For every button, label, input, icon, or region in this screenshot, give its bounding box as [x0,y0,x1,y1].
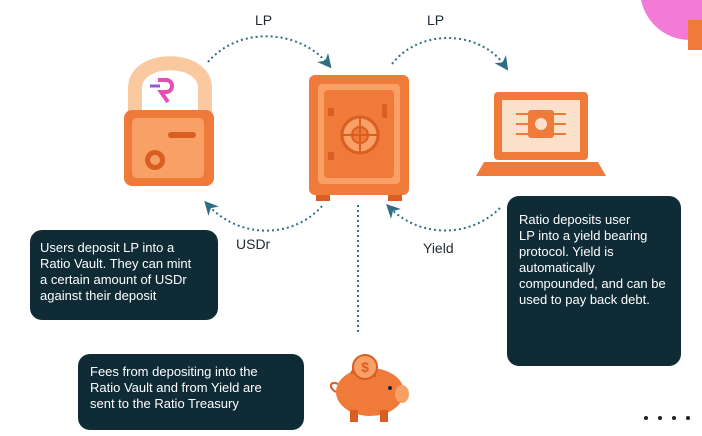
arrow-vault-to-lock [204,200,323,232]
callout-user-deposit: Users deposit LP into a Ratio Vault. The… [30,230,218,320]
label-lp-protocol: LP [427,12,445,28]
label-usdr: USDr [236,236,271,252]
laptop-with-chip-icon [476,92,606,176]
arrow-laptop-to-vault [386,204,501,232]
more-dots-icon[interactable] [640,410,696,430]
arrow-vault-to-laptop [391,37,509,71]
corner-decoration [641,0,702,50]
padlock-icon [124,56,214,186]
label-lp-deposit: LP [255,12,273,28]
piggy-bank-with-coin-icon: $ [330,354,409,422]
callout-yield-protocol: Ratio deposits user LP into a yield bear… [507,196,681,366]
label-yield: Yield [423,240,454,256]
arrow-lock-to-vault [207,35,332,69]
svg-text:$: $ [361,359,369,375]
ratio-logo-icon [150,78,174,104]
vault-safe-icon [309,75,409,201]
callout-fees-treasury: Fees from depositing into the Ratio Vaul… [78,354,304,430]
